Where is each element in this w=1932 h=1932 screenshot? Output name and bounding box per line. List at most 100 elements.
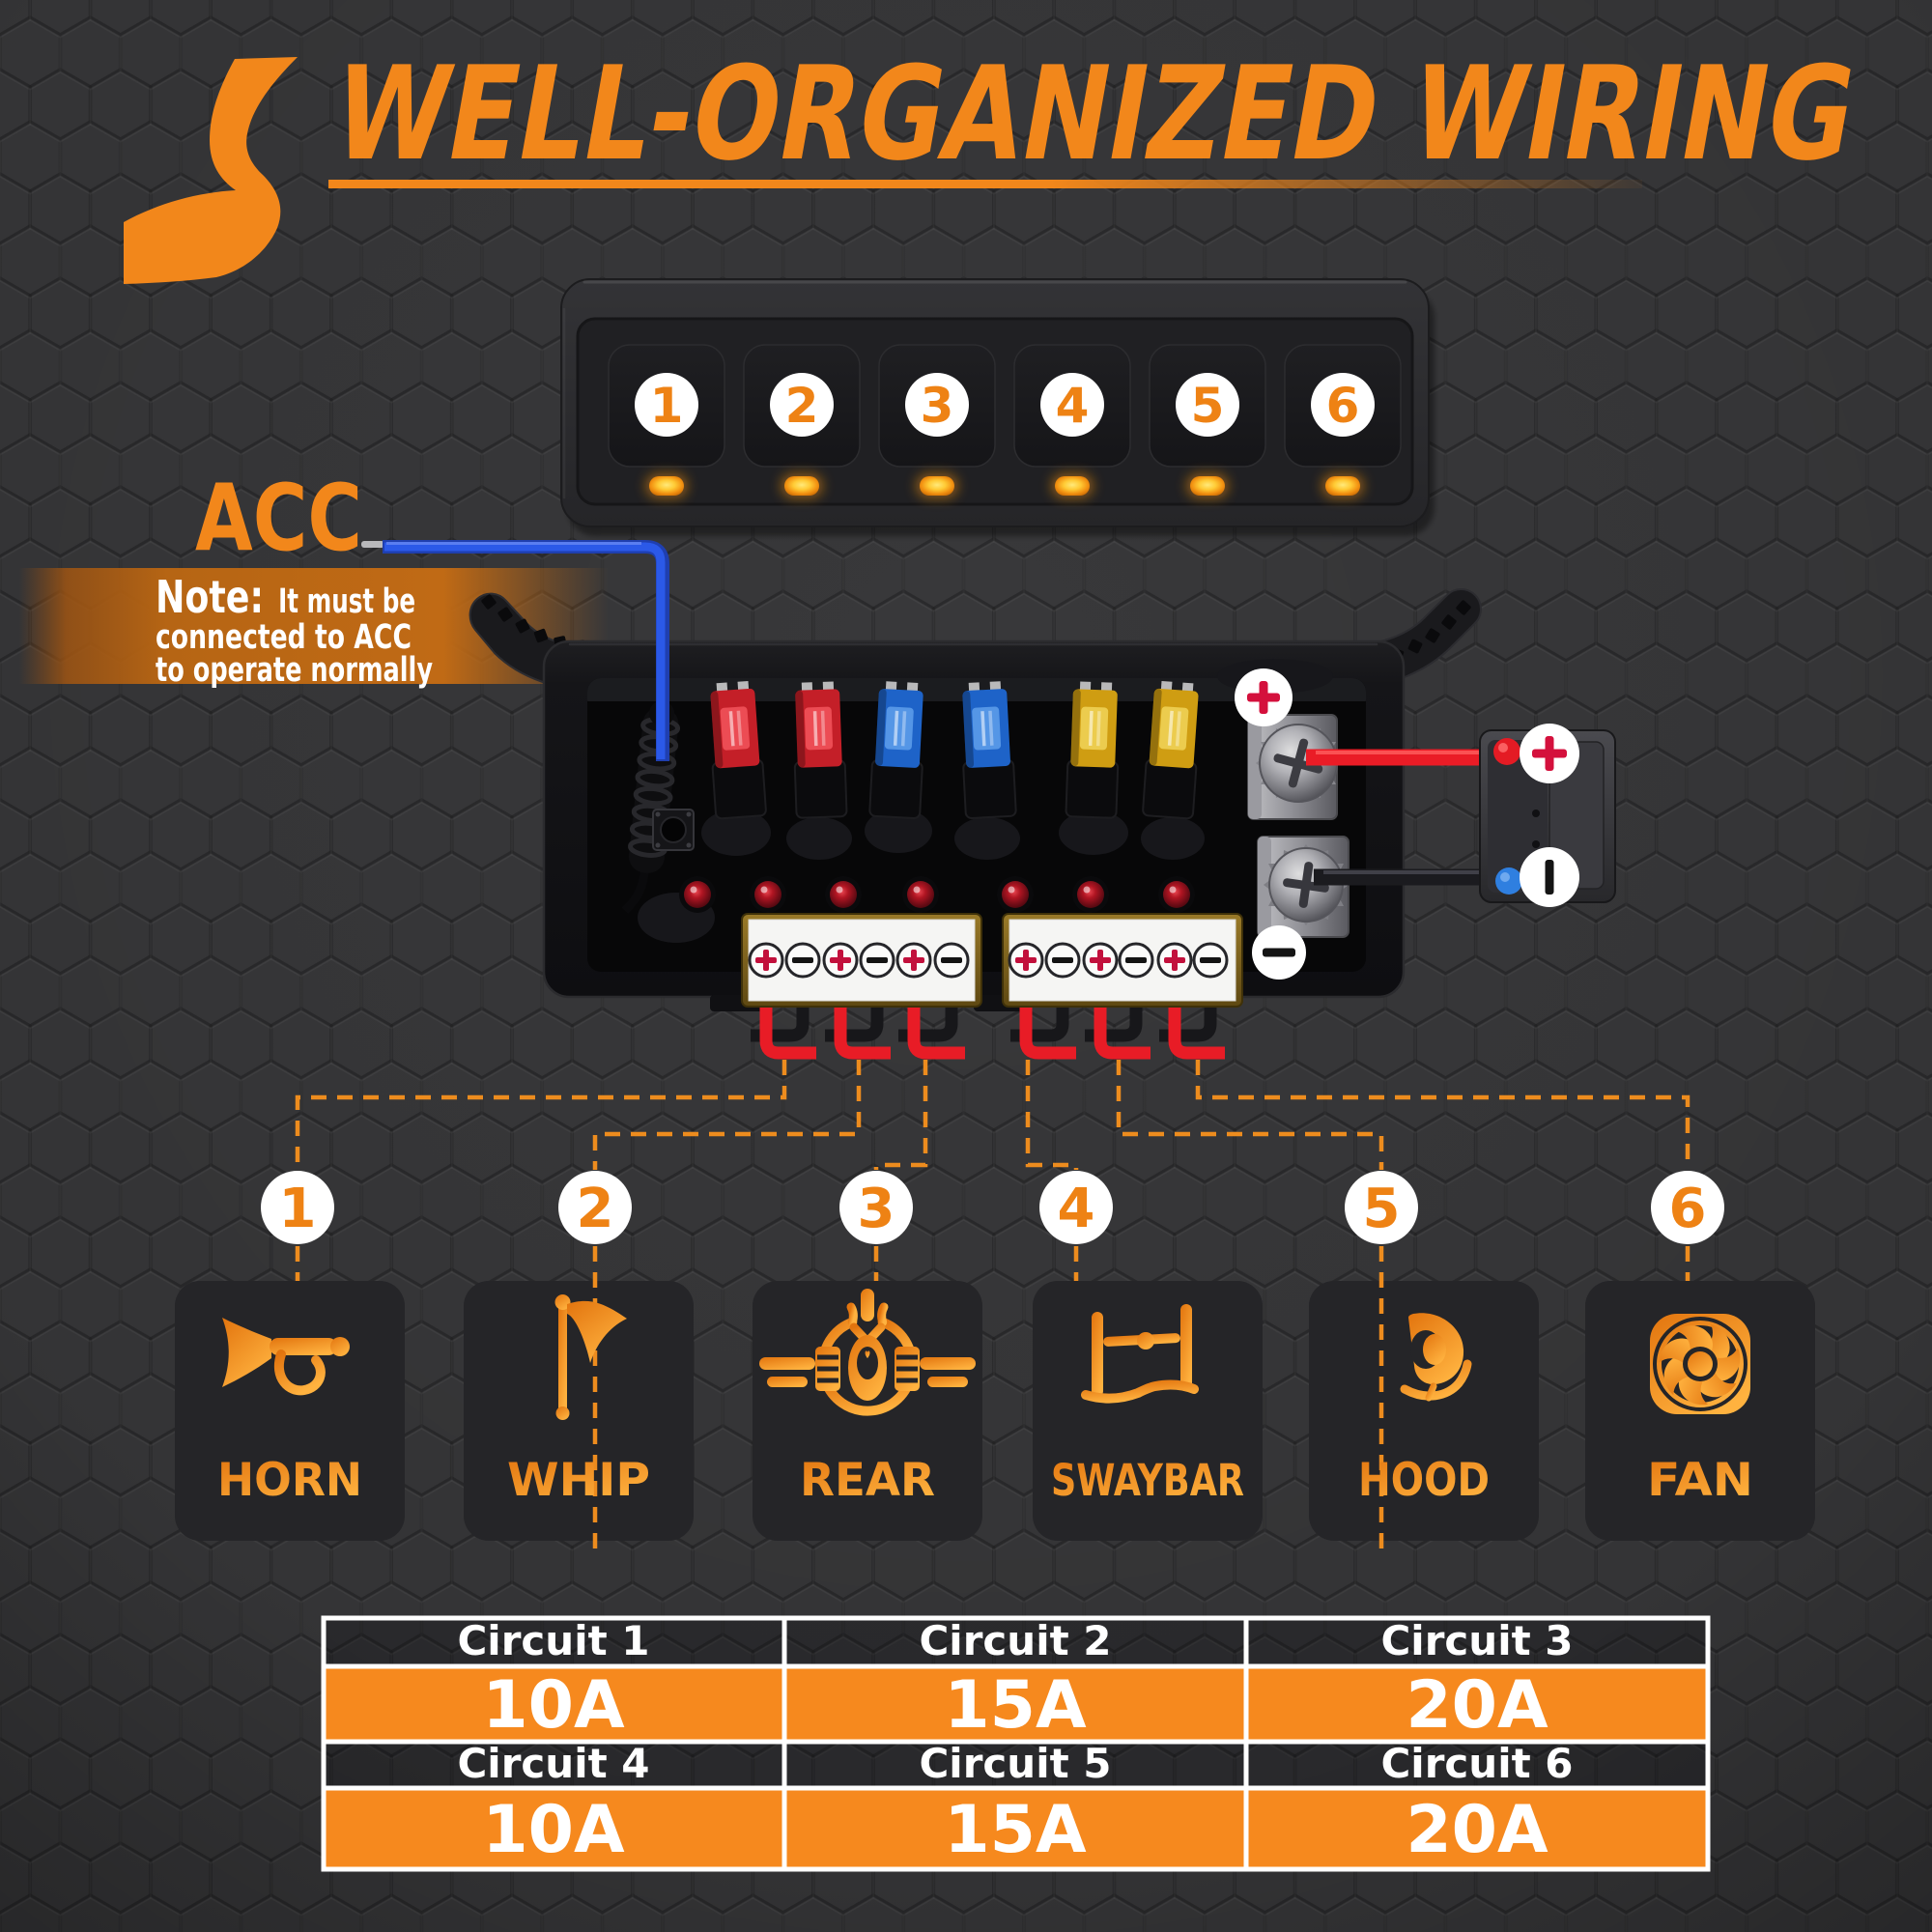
fuse-red-2: [793, 681, 848, 819]
table-value-cell: 15A: [944, 1667, 1087, 1744]
plus-terminal-icon: [1520, 724, 1579, 783]
plus-screw-icon: [748, 942, 784, 979]
circuit-label: WHIP: [507, 1454, 650, 1507]
circuit-number-label: 4: [1058, 1178, 1095, 1240]
route-circuit-5: [1116, 1060, 1384, 1170]
plus-screw-icon: [1156, 942, 1193, 979]
horn-icon: [222, 1318, 350, 1403]
minus-screw-icon: [1044, 942, 1081, 979]
switch-panel: 1 2 3 4 5 6: [560, 278, 1435, 536]
circuit-label: HOOD: [1358, 1454, 1490, 1507]
switch-number: 6: [1326, 378, 1360, 434]
fuse-yellow-1: [1065, 681, 1120, 819]
swaybar-icon: [1081, 1304, 1199, 1404]
led-indicator-icon: [920, 476, 954, 496]
table-row-amps-2: [324, 1788, 1708, 1869]
minus-terminal-icon: [1520, 847, 1579, 907]
note-text-line1: Note: It must be: [156, 571, 415, 623]
rocker-switch-6: 6: [1284, 344, 1402, 498]
hood-light-icon: [1365, 1313, 1472, 1402]
circuit-number-1: 1: [261, 1171, 334, 1244]
table-value-cell: 20A: [1406, 1792, 1548, 1868]
circuit-number-4: 4: [1039, 1171, 1113, 1244]
circuit-box-2: [464, 1281, 694, 1541]
plus-terminal-icon: [1235, 668, 1293, 726]
table-header-cell: Circuit 3: [1380, 1617, 1573, 1664]
circuit-number-label: 2: [577, 1178, 614, 1240]
acc-label: ACC: [195, 466, 362, 572]
acc-wire-stub: [361, 541, 384, 548]
terminal-strip-2: [1002, 913, 1243, 1008]
fan-icon: [1650, 1314, 1750, 1414]
acc-section: ACC Note: It must be connected to ACC to…: [19, 466, 609, 690]
table-value-cell: 10A: [482, 1792, 625, 1868]
led-indicator-icon: [1325, 476, 1360, 496]
terminal-strip-1: [741, 913, 982, 1008]
table-row-amps-1: [324, 1666, 1708, 1742]
title-underline: [328, 180, 1642, 188]
status-leds: [679, 876, 1195, 913]
dashed-routes: [295, 1060, 1690, 1281]
positive-terminal: [1235, 668, 1341, 820]
minus-screw-icon: [859, 942, 895, 979]
table-header-cell: Circuit 6: [1380, 1740, 1573, 1787]
fuse-blue-1: [868, 681, 923, 819]
fuse-yellow-2: [1142, 681, 1199, 820]
minus-screw-icon: [1118, 942, 1154, 979]
plus-screw-icon: [1008, 942, 1044, 979]
battery-wires: [1306, 749, 1503, 886]
circuit-label: SWAYBAR: [1051, 1455, 1244, 1506]
battery-block: [1479, 724, 1616, 907]
switch-number: 3: [921, 378, 954, 434]
note-text-line3: to operate normally: [156, 651, 433, 690]
circuit-number-label: 6: [1669, 1178, 1707, 1240]
acc-wire-blue: [383, 540, 669, 761]
circuit-number-3: 3: [839, 1171, 913, 1244]
cavity-gloss: [638, 659, 1333, 943]
circuit-label: FAN: [1647, 1454, 1753, 1507]
table-value-cell: 20A: [1406, 1667, 1548, 1744]
plus-screw-icon: [1082, 942, 1119, 979]
rocker-switch-3: 3: [878, 344, 996, 498]
route-circuit-1: [295, 1060, 787, 1170]
table-header-cell: Circuit 5: [919, 1740, 1111, 1787]
circuit-label: REAR: [800, 1454, 935, 1507]
switch-number: 2: [785, 378, 819, 434]
fuse-red-1: [710, 680, 767, 820]
table-value-cell: 10A: [482, 1667, 625, 1744]
plus-screw-icon: [895, 942, 932, 979]
rocker-switch-5: 5: [1149, 344, 1266, 498]
table-header-cell: Circuit 1: [457, 1617, 649, 1664]
rocker-switch-1: 1: [608, 344, 725, 498]
minus-screw-icon: [1192, 942, 1229, 979]
rocker-switch-4: 4: [1013, 344, 1131, 498]
route-circuit-3: [873, 1060, 928, 1170]
table-header-cell: Circuit 2: [919, 1617, 1111, 1664]
circuit-table: Circuit 1 Circuit 2 Circuit 3 10A 15A 20…: [321, 1615, 1711, 1872]
route-circuit-2: [592, 1060, 862, 1170]
note-text-line2: connected to ACC: [156, 618, 412, 657]
circuit-number-label: 3: [858, 1178, 895, 1240]
circuit-icons: HORN WHIP: [217, 1289, 1753, 1507]
led-indicator-icon: [1190, 476, 1225, 496]
circuit-box-4: [1033, 1281, 1263, 1541]
circuit-number-6: 6: [1651, 1171, 1724, 1244]
circuit-number-circles: 1 2 3 4 5 6: [261, 1171, 1724, 1244]
switch-number: 5: [1191, 378, 1225, 434]
table-value-cell: 15A: [944, 1792, 1087, 1868]
circuit-number-label: 1: [279, 1178, 317, 1240]
minus-terminal-icon: [1252, 925, 1306, 980]
minus-screw-icon: [784, 942, 821, 979]
plus-screw-icon: [822, 942, 859, 979]
circuit-number-5: 5: [1345, 1171, 1418, 1244]
page-title: WELL-ORGANIZED WIRING: [323, 39, 1865, 189]
rocker-switch-2: 2: [743, 344, 861, 498]
switch-number: 1: [650, 378, 684, 434]
tact-button: [652, 809, 695, 851]
whip-flag-icon: [554, 1294, 627, 1420]
fuse-blue-2: [962, 681, 1017, 819]
table-header-cell: Circuit 4: [457, 1740, 649, 1787]
led-indicator-icon: [1055, 476, 1090, 496]
minus-screw-icon: [933, 942, 970, 979]
